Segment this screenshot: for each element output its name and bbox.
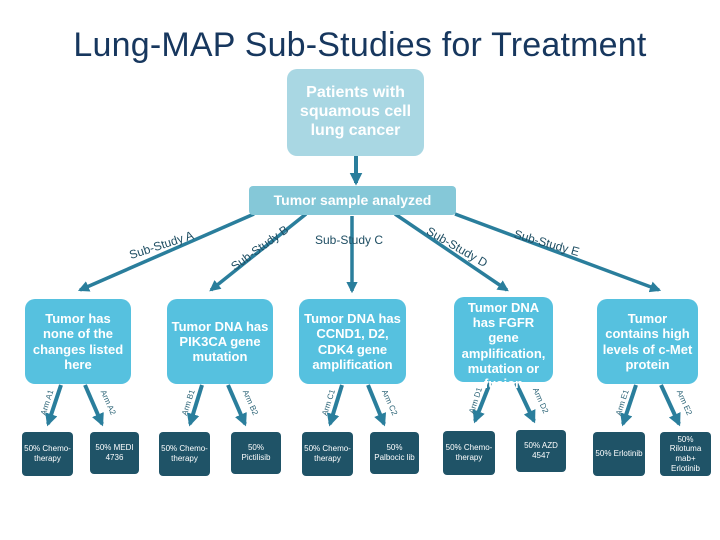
- tumor-sample-node: Tumor sample analyzed: [249, 186, 456, 215]
- arm-b1-node: 50% Chemo-therapy: [159, 432, 210, 476]
- arrow-arm-d2: [514, 382, 536, 424]
- condition-node-b: Tumor DNA has PIK3CA gene mutation: [167, 299, 273, 384]
- arm-a2-node: 50% MEDI 4736: [90, 432, 139, 474]
- arm-c2-node: 50% Palbocic lib: [370, 432, 419, 474]
- arm-b2-node: 50% Pictilisib: [231, 432, 281, 474]
- arm-e2-node: 50% Rilotuma mab+ Erlotinib: [660, 432, 711, 476]
- condition-node-c: Tumor DNA has CCND1, D2, CDK4 gene ampli…: [299, 299, 406, 384]
- arrow-arm-b2: [226, 384, 247, 427]
- arrow-to-substudy-b: [209, 212, 308, 292]
- arrow-arm-c2: [366, 384, 387, 427]
- arrow-arm-b1: [186, 384, 204, 427]
- arrow-arm-e1: [620, 384, 638, 427]
- arm-a1-node: 50% Chemo-therapy: [22, 432, 73, 476]
- arrow-to-substudy-d: [394, 212, 509, 292]
- arrow-to-substudy-a: [77, 212, 255, 292]
- arrow-arm-d1: [472, 382, 492, 424]
- condition-node-e: Tumor contains high levels of c-Met prot…: [597, 299, 698, 384]
- arrow-to-substudy-e: [454, 212, 662, 293]
- arm-e1-node: 50% Erlotinib: [593, 432, 645, 476]
- root-node: Patients with squamous cell lung cancer: [287, 69, 424, 156]
- arrow-arm-c1: [326, 384, 344, 427]
- arm-d2-node: 50% AZD 4547: [516, 430, 566, 472]
- page-title: Lung-MAP Sub-Studies for Treatment: [73, 26, 647, 64]
- arrow-arm-a2: [83, 384, 104, 427]
- arm-c1-node: 50% Chemo-therapy: [302, 432, 353, 476]
- substudy-c-label: Sub-Study C: [315, 233, 384, 247]
- arrow-arm-e2: [659, 384, 681, 427]
- arm-d1-node: 50% Chemo-therapy: [443, 431, 495, 475]
- arrow-arm-a1: [45, 384, 63, 427]
- condition-node-d: Tumor DNA has FGFR gene amplification, m…: [454, 297, 553, 391]
- condition-node-a: Tumor has none of the changes listed her…: [25, 299, 131, 384]
